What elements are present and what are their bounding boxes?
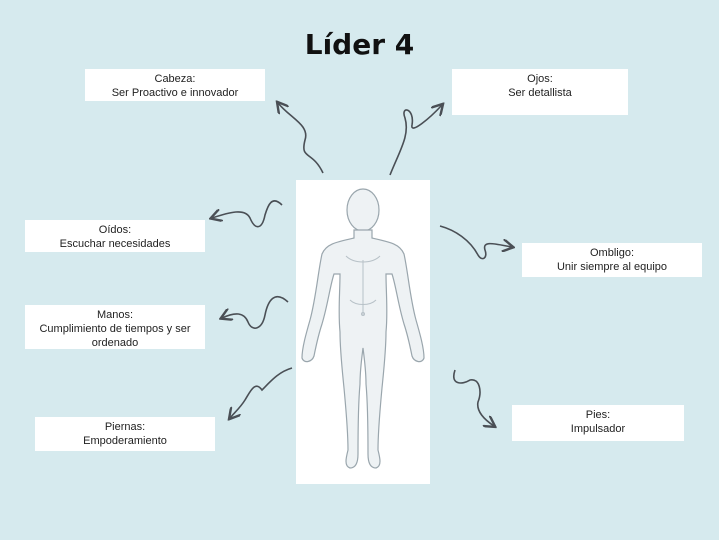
label-cabeza-text: Ser Proactivo e innovador <box>85 86 265 100</box>
label-ojos: Ojos: Ser detallista <box>452 69 628 115</box>
arrow-pies <box>454 370 494 426</box>
label-piernas: Piernas: Empoderamiento <box>35 417 215 451</box>
label-piernas-heading: Piernas: <box>35 420 215 434</box>
label-oidos-heading: Oídos: <box>25 223 205 237</box>
label-cabeza-heading: Cabeza: <box>85 72 265 86</box>
label-manos-heading: Manos: <box>25 308 205 322</box>
body-figure-panel <box>296 180 430 484</box>
label-piernas-text: Empoderamiento <box>35 434 215 448</box>
figure-head <box>347 189 379 231</box>
human-body-figure <box>296 180 430 484</box>
label-manos-text-line1: Cumplimiento de tiempos y ser <box>25 322 205 336</box>
arrow-cabeza <box>278 103 323 173</box>
label-pies-text: Impulsador <box>512 422 684 436</box>
label-ombligo: Ombligo: Unir siempre al equipo <box>522 243 702 277</box>
label-oidos-text: Escuchar necesidades <box>25 237 205 251</box>
arrow-piernas <box>230 368 292 418</box>
arrow-oidos <box>212 201 282 227</box>
label-ojos-text: Ser detallista <box>452 86 628 100</box>
label-pies-heading: Pies: <box>512 408 684 422</box>
label-cabeza: Cabeza: Ser Proactivo e innovador <box>85 69 265 101</box>
label-pies: Pies: Impulsador <box>512 405 684 441</box>
arrow-ombligo <box>440 226 512 259</box>
label-ojos-heading: Ojos: <box>452 72 628 86</box>
label-manos-text-line2: ordenado <box>25 336 205 350</box>
label-ombligo-heading: Ombligo: <box>522 246 702 260</box>
label-manos: Manos: Cumplimiento de tiempos y ser ord… <box>25 305 205 349</box>
label-oidos: Oídos: Escuchar necesidades <box>25 220 205 252</box>
arrow-ojos <box>390 105 442 175</box>
arrow-manos <box>222 297 288 329</box>
label-ombligo-text: Unir siempre al equipo <box>522 260 702 274</box>
